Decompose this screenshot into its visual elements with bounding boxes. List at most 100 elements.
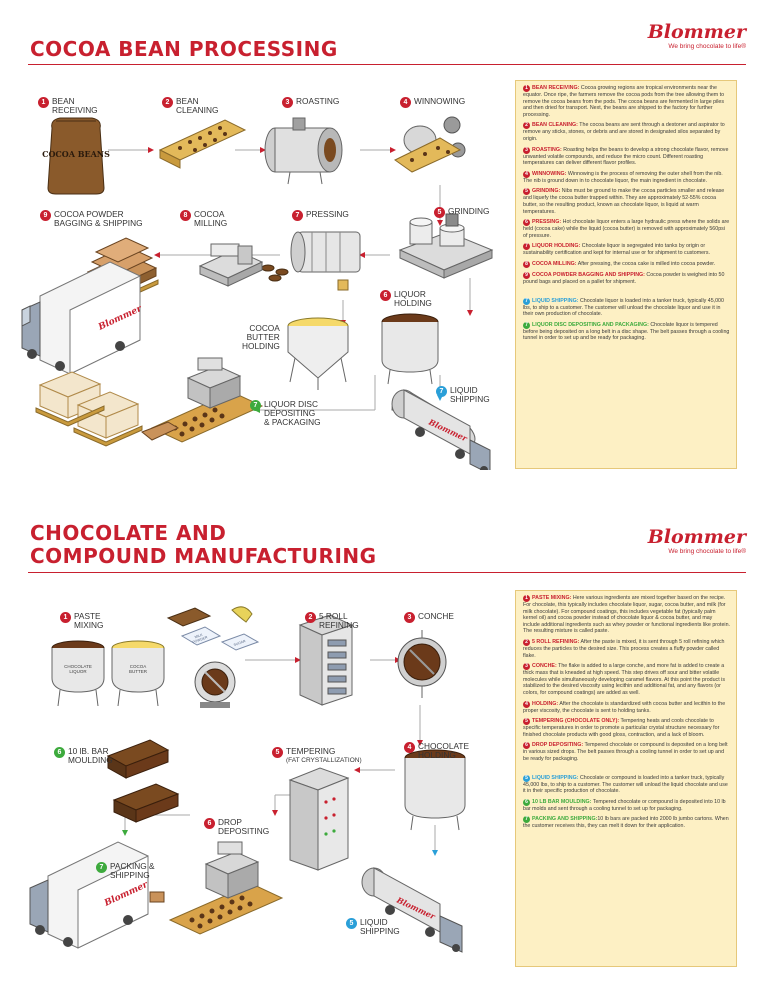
step-number: 1: [60, 612, 71, 623]
step-number: 5: [434, 207, 445, 218]
step-number: 8: [180, 210, 191, 221]
entry-heading: LIQUOR HOLDING:: [532, 243, 581, 250]
entry-text: Roasting helps the beans to develop a st…: [523, 146, 729, 167]
step-number: 6: [380, 290, 391, 301]
step-label: 5 ROLL REFINING: [319, 611, 359, 630]
step-label: PACKING & SHIPPING: [110, 861, 155, 880]
step-number: 3: [404, 612, 415, 623]
roaster-illustration: [264, 117, 343, 185]
entry-heading: BEAN RECEIVING:: [532, 85, 580, 91]
step-liquor-disc-depositing: 7 LIQUOR DISC DEPOSITING & PACKAGING: [250, 400, 321, 427]
entry-text: 10 lb bars are packed into 2000 lb jumbo…: [523, 816, 729, 830]
entry-heading: GRINDING:: [532, 188, 561, 195]
cocoa-beans-bag-illustration: COCOA BEANS: [42, 117, 110, 195]
step-number: 7: [96, 862, 107, 873]
entry-text: Cocoa powder is weighed into 50 pound ba…: [523, 271, 725, 285]
bag-label: COCOA BEANS: [42, 149, 110, 159]
step-paste-mixing: 1 PASTE MIXING: [60, 612, 104, 630]
bar-moulds-illustration: [106, 739, 180, 823]
entry-heading: 10 LB BAR MOULDING:: [532, 798, 592, 805]
entry-number: 3: [523, 663, 530, 671]
entry-text: Tempered chocolate or compound is deposi…: [523, 798, 726, 812]
entry-text: The cocoa beans are sent through a desto…: [523, 122, 725, 142]
step-grinding: 5 GRINDING: [434, 207, 490, 218]
entry-number: 7: [523, 816, 530, 824]
step-roasting: 3 ROASTING: [282, 97, 339, 108]
entry-number: 6: [523, 742, 530, 750]
step-label: PRESSING: [306, 209, 349, 219]
section2-title-line2: COMPOUND MANUFACTURING: [30, 544, 377, 568]
step-number: 7: [250, 400, 261, 411]
step-label: LIQUOR HOLDING: [394, 289, 432, 308]
entry-heading: ROASTING:: [532, 146, 562, 153]
semi-truck-illustration-1: Blommer: [21, 261, 145, 375]
step-label: CONCHE: [418, 611, 454, 621]
step-number: 2: [305, 612, 316, 623]
entry-number: 7: [523, 243, 530, 251]
tempering-machine-illustration: [288, 767, 350, 871]
step-number: 5: [346, 918, 357, 929]
winnower-illustration: [394, 116, 466, 173]
step-winnowing: 4 WINNOWING: [400, 97, 465, 108]
step-number: 4: [404, 742, 415, 753]
entry-text: Here various ingredients are mixed toget…: [523, 595, 730, 635]
section1-title: COCOA BEAN PROCESSING: [30, 37, 338, 61]
step-number: 5: [272, 747, 283, 758]
cocoa-butter-holding-label: COCOA BUTTER HOLDING: [242, 324, 280, 351]
step-label: TEMPERING(FAT CRYSTALLIZATION): [286, 747, 362, 765]
entry-text: After pressing, the cocoa cake is milled…: [576, 260, 716, 267]
step-bar-moulding: 6 10 lB. BAR MOULDING: [54, 747, 113, 765]
flow-arrows: [124, 659, 436, 850]
semi-truck-illustration-2: Blommer: [29, 841, 165, 949]
entry-heading: BEAN CLEANING:: [532, 122, 578, 129]
entry-heading: 5 ROLL REFINING:: [532, 638, 580, 645]
entry-text: Hot chocolate liquor enters a large hydr…: [523, 219, 730, 239]
step-drop-depositing: 6 DROP DEPOSITING: [204, 818, 269, 836]
step-number: 1: [38, 97, 49, 108]
step-label: ROASTING: [296, 96, 340, 106]
cocoa-processing-diagram: COCOA BEANS: [21, 116, 494, 470]
entry-number: 4: [523, 700, 530, 708]
entry-text: Tempered chocolate or compound is deposi…: [523, 742, 728, 762]
step-label: DROP DEPOSITING: [218, 817, 270, 836]
step-number: 9: [40, 210, 51, 221]
boxes-pallet-illustration: [35, 371, 143, 447]
roll-refiner-illustration: [298, 614, 354, 706]
drop-depositor-illustration: [168, 841, 284, 935]
step-liquid-shipping-2: 5 LIQUID SHIPPING: [346, 918, 400, 936]
entry-number: 5: [523, 774, 530, 782]
entry-number: 6: [523, 219, 530, 227]
entry-number: 2: [523, 122, 530, 130]
step-number: 6: [54, 747, 65, 758]
entry-number: 7: [523, 321, 530, 329]
entry-number: 2: [523, 638, 530, 646]
step-label: LIQUID SHIPPING: [360, 917, 400, 936]
step-label: GRINDING: [448, 206, 490, 216]
step-packing-shipping: 7 PACKING & SHIPPING: [96, 862, 155, 880]
entry-text: Chocolate liquor is segregated into tank…: [523, 243, 710, 257]
entry-number: 1: [523, 595, 530, 602]
entry-heading: LIQUID SHIPPING:: [532, 774, 579, 781]
section2-title: CHOCOLATE AND COMPOUND MANUFACTURING: [30, 522, 377, 568]
entry-text: After the chocolate is standardized with…: [523, 700, 726, 714]
svg-text:MILKPOWDER: MILKPOWDER: [191, 631, 209, 644]
blommer-logo-top: Blommer We bring chocolate to life®: [648, 22, 746, 50]
entry-text: Nibs must be ground to make the cocoa pa…: [523, 188, 725, 215]
step-label: COCOA POWDER BAGGING & SHIPPING: [54, 209, 143, 228]
step-cocoa-powder-bagging: 9 COCOA POWDER BAGGING & SHIPPING: [40, 210, 143, 228]
step-label: BEAN RECEIVING: [52, 96, 98, 115]
entry-number: 5: [523, 188, 530, 196]
